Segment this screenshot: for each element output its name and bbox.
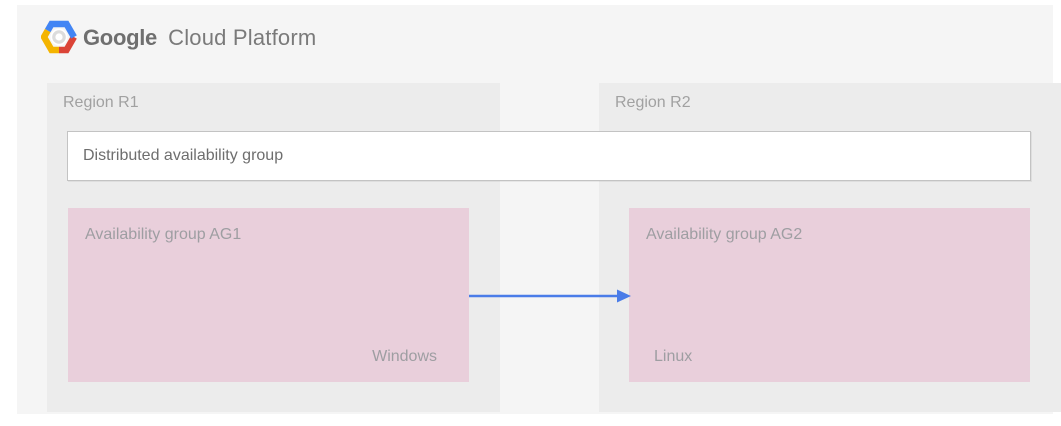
region-r1-label: Region R1 xyxy=(63,94,139,111)
gcp-logo-ring xyxy=(52,30,66,44)
brand-google: Google xyxy=(83,25,157,50)
availability-group-ag2-box: Availability group AG2 Linux xyxy=(629,208,1030,382)
brand-cloud-platform: Cloud Platform xyxy=(168,25,317,50)
replication-arrow xyxy=(469,289,631,303)
availability-group-ag1-label: Availability group AG1 xyxy=(85,226,242,243)
distributed-availability-group-label: Distributed availability group xyxy=(83,147,284,164)
region-r2-label: Region R2 xyxy=(615,94,691,111)
availability-group-ag2-label: Availability group AG2 xyxy=(646,226,803,243)
ag1-os-label: Windows xyxy=(372,348,437,365)
gcp-logo-yellow-segment xyxy=(41,28,59,54)
ag2-os-label: Linux xyxy=(654,348,693,365)
gcp-logo-icon xyxy=(41,20,77,54)
diagram-panel: Google Cloud Platform Region R1 Region R… xyxy=(17,5,1061,414)
gcp-logo-red-segment xyxy=(59,35,77,54)
distributed-availability-group-box: Distributed availability group xyxy=(67,131,1031,181)
availability-group-ag1-box: Availability group AG1 Windows xyxy=(68,208,469,382)
replication-arrow-head xyxy=(617,289,631,303)
brand-text: Google Cloud Platform xyxy=(83,25,316,51)
gcp-logo-blue-segment xyxy=(44,20,77,39)
